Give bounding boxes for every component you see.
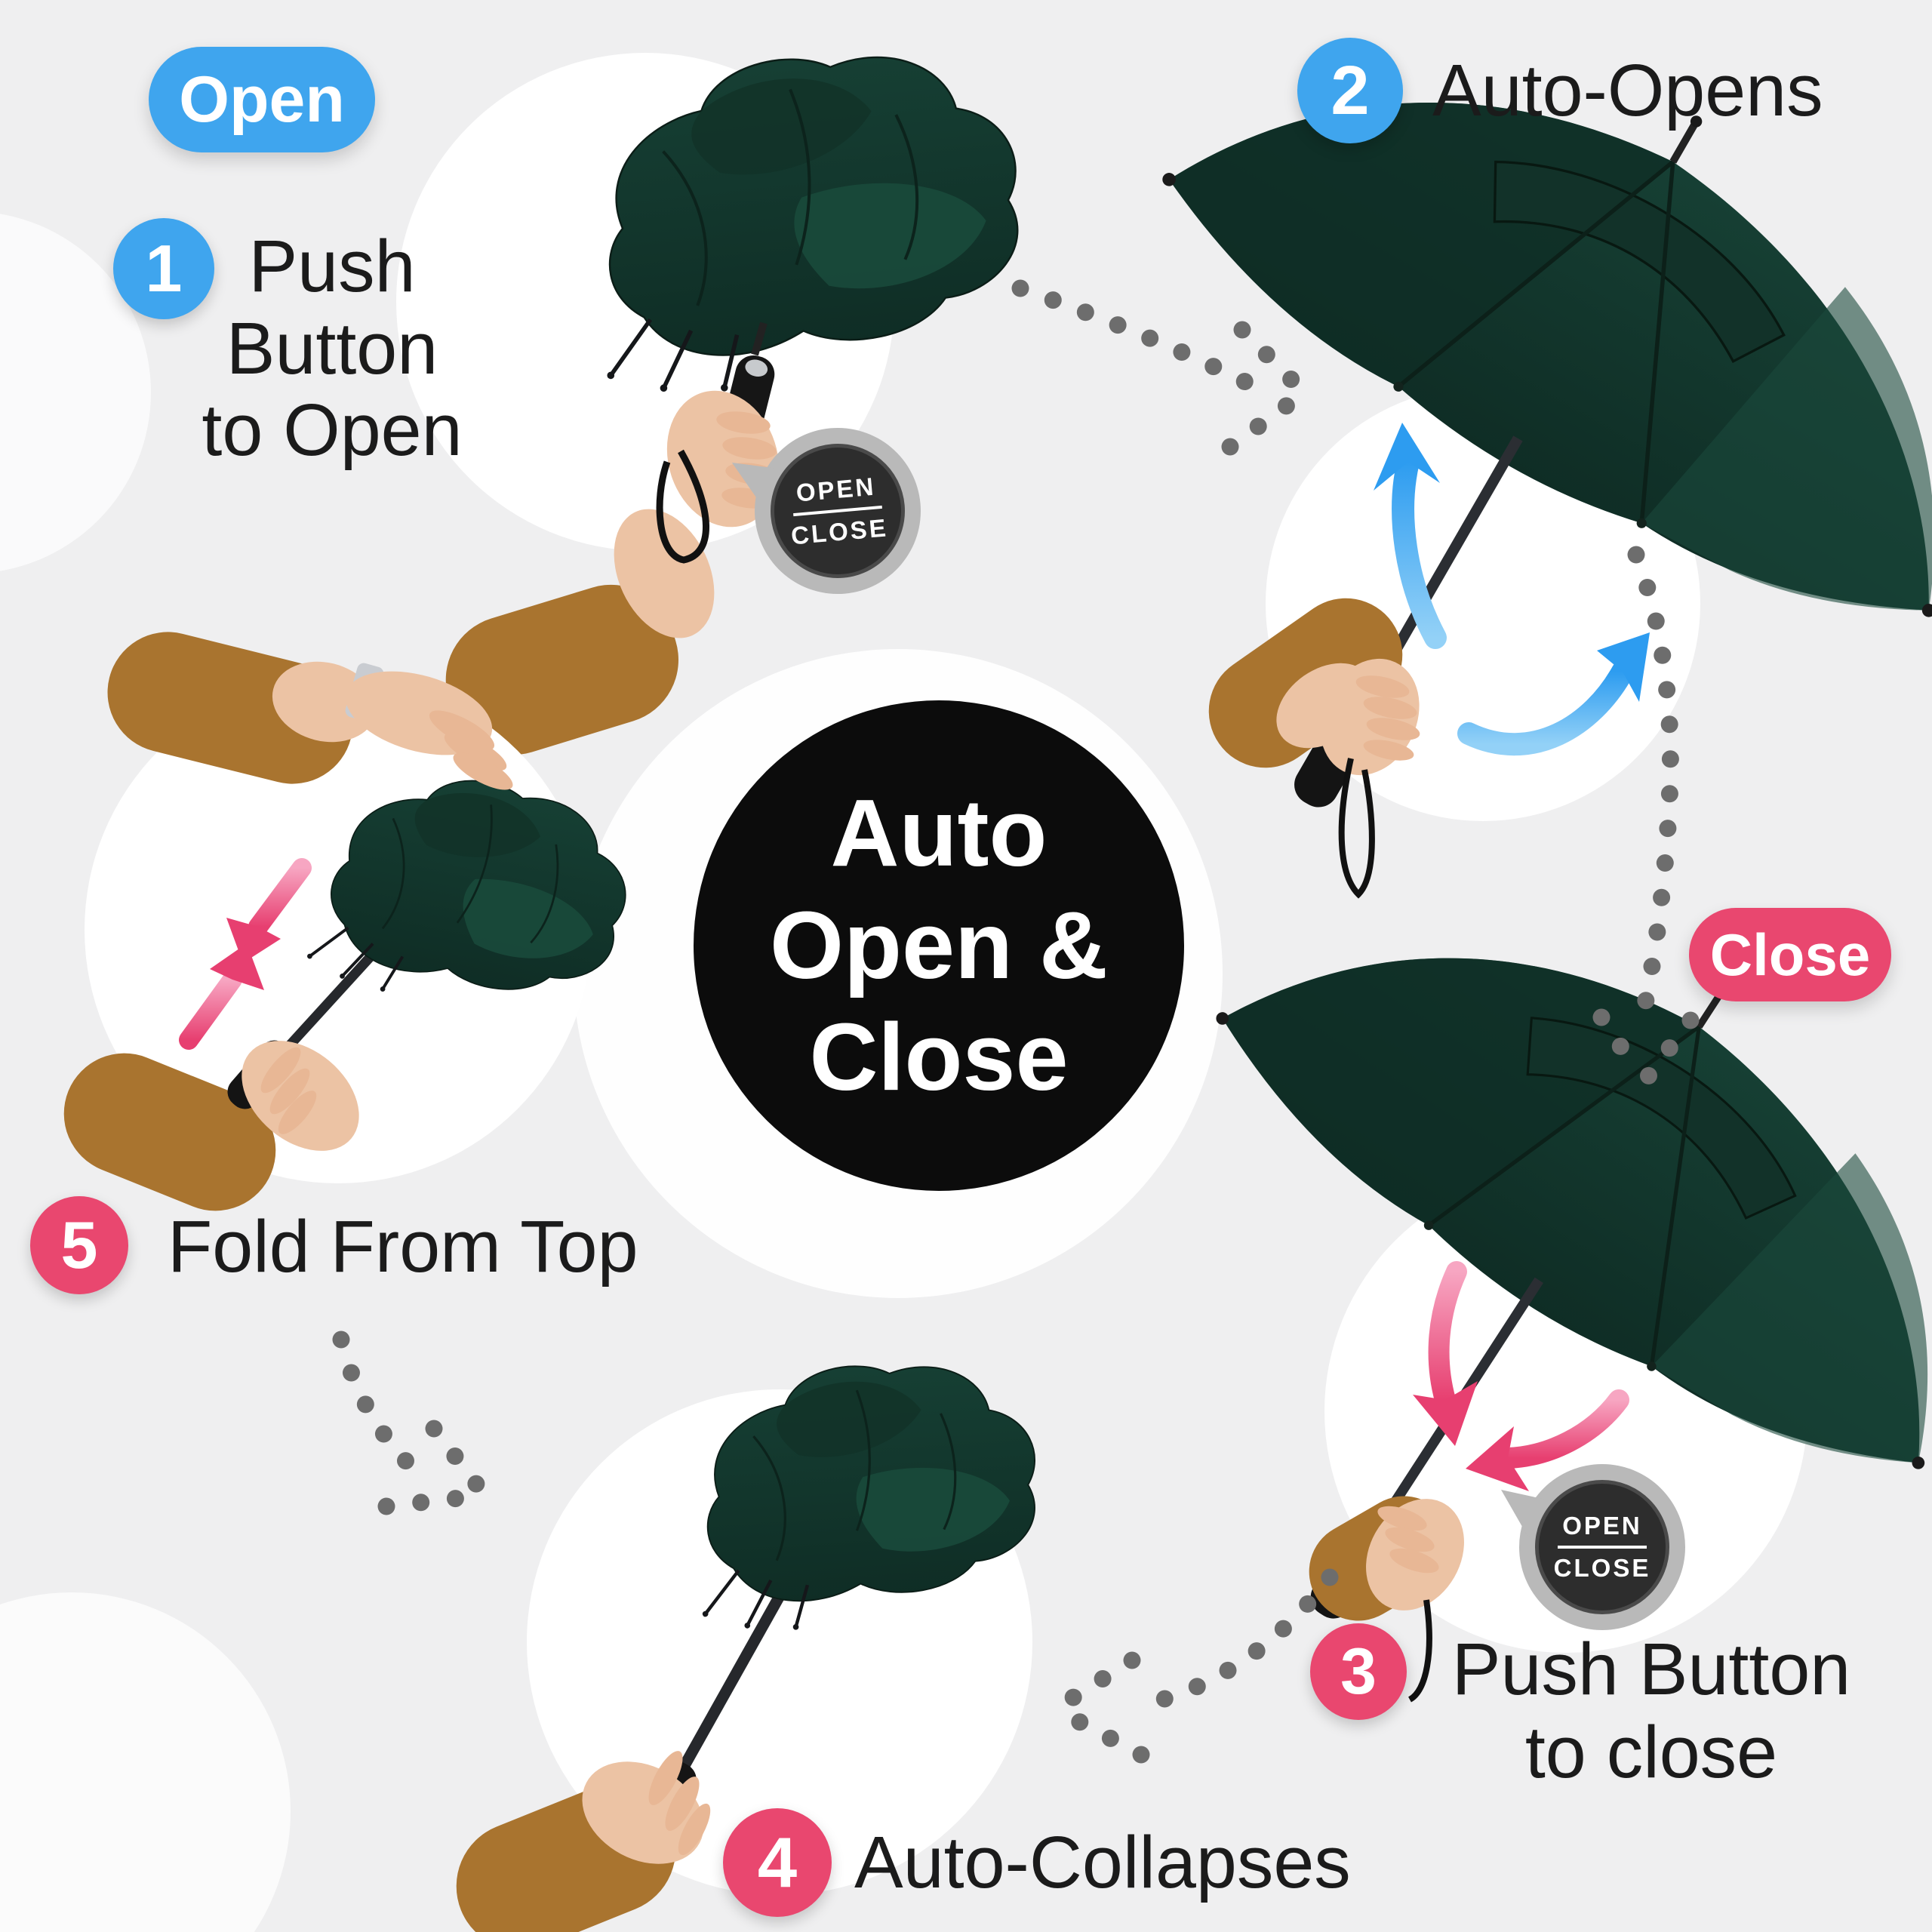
center-badge-line1: Auto xyxy=(830,779,1048,886)
step3-label: Push Button to close xyxy=(1425,1628,1878,1794)
dotted-arrow-step3-to-step4 xyxy=(1153,1568,1339,1709)
step1-photo-folded-umbrella xyxy=(396,37,1035,755)
wrist-strap xyxy=(1338,758,1375,899)
badge-open-text: OPEN xyxy=(795,472,877,507)
dotted-arrowhead-step4b xyxy=(377,1420,492,1515)
hand-and-sleeve xyxy=(456,1751,711,1932)
open-close-button-face: OPEN CLOSE xyxy=(764,438,911,584)
step4-label: Auto-Collapses xyxy=(854,1821,1351,1903)
close-section-pill: Close xyxy=(1689,908,1891,1001)
step2-label: Auto-Opens xyxy=(1432,49,1823,131)
badge-open-text: OPEN xyxy=(1562,1512,1642,1540)
step3-label-line1: Push Button xyxy=(1451,1628,1851,1710)
step4-photo-collapsed-umbrella xyxy=(456,1354,1045,1932)
step3-photo-closing-umbrella xyxy=(974,761,1932,1845)
blue-open-arrows xyxy=(1374,423,1650,756)
dotted-arrowhead-step4 xyxy=(1051,1651,1150,1764)
hand-and-sleeve xyxy=(1208,598,1420,899)
step1-label: Push Button to Open xyxy=(181,225,483,472)
hand-and-sleeve xyxy=(445,355,780,755)
step1-label-line1: Push xyxy=(248,225,416,307)
upper-hand xyxy=(345,671,513,790)
badge-close-text: CLOSE xyxy=(1553,1554,1651,1582)
wrist-strap xyxy=(1407,1599,1432,1703)
step1-number-badge: 1 xyxy=(113,218,214,319)
dotted-arrowhead-step2 xyxy=(1221,321,1310,456)
hand-and-sleeve xyxy=(1309,1496,1464,1703)
open-section-pill: Open xyxy=(149,47,375,152)
dotted-arrow-step5-to-step4 xyxy=(332,1331,435,1490)
wrist-strap xyxy=(656,449,709,564)
step5-photo-fold-umbrella xyxy=(63,632,645,1211)
dotted-arrowhead-step3 xyxy=(1592,1008,1700,1085)
step1-label-line3: to Open xyxy=(202,389,463,472)
open-close-button-badge-step3: OPEN CLOSE xyxy=(1501,1464,1685,1630)
open-close-button-face: OPEN CLOSE xyxy=(1535,1480,1669,1614)
step3-label-line2: to close xyxy=(1524,1711,1778,1793)
center-badge-line2: Open & xyxy=(769,891,1108,998)
upper-arm xyxy=(107,632,384,784)
dotted-arrow-step2-to-step3 xyxy=(1627,546,1679,1013)
step1-label-line2: Button xyxy=(226,306,438,389)
step2-number-badge: 2 xyxy=(1297,38,1403,143)
badge-divider xyxy=(1558,1546,1647,1549)
step5-number-badge: 5 xyxy=(30,1196,128,1294)
lower-hand-and-sleeve xyxy=(63,1040,359,1211)
badge-close-text: CLOSE xyxy=(789,513,890,550)
step2-photo-open-umbrella xyxy=(928,0,1932,1028)
dotted-arrow-step1-to-step2 xyxy=(1011,279,1268,398)
auto-open-close-badge: Auto Open & Close xyxy=(694,700,1184,1191)
center-badge-line3: Close xyxy=(809,1004,1069,1111)
pink-fold-arrows xyxy=(179,858,312,1050)
umbrella-shaft xyxy=(751,321,768,356)
step3-number-badge: 3 xyxy=(1310,1623,1407,1720)
step5-label: Fold From Top xyxy=(168,1205,638,1287)
pink-close-arrows xyxy=(1413,1261,1629,1491)
step4-number-badge: 4 xyxy=(723,1808,832,1917)
